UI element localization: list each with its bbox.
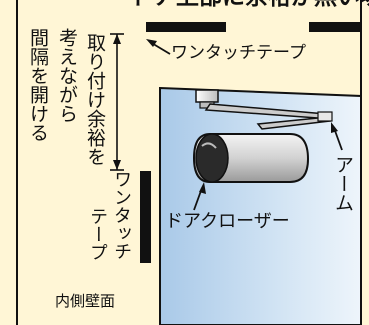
gap-note-line1: 考えながら: [56, 28, 78, 123]
pointer-door-closer: [193, 182, 206, 211]
mounting-margin-label: 取り付け余裕を: [84, 33, 106, 166]
tape-side-label-line2: テープ: [87, 207, 108, 261]
top-tape-left: [146, 22, 226, 32]
closer-bracket: [195, 89, 219, 103]
endcap-highlight: [201, 142, 217, 149]
inner-wall-label: 内側壁面: [55, 292, 116, 310]
tape-side-label-line1: ワンタッチ: [111, 170, 132, 260]
side-tape: [140, 171, 151, 263]
top-tape-right: [309, 22, 361, 32]
door-closer-label: ドアクローザー: [165, 211, 290, 232]
top-tape-label: ワンタッチテープ: [171, 43, 306, 63]
door-closer-endcap: [195, 133, 229, 183]
pointer-top-tape: [146, 39, 171, 55]
arm-label: アーム: [332, 155, 354, 212]
gap-note-line2: 間隔を開ける: [27, 28, 49, 142]
pointer-arm: [331, 122, 343, 151]
page-title: ドア上部に余裕が無い場合: [130, 0, 369, 9]
margin-dimension: [110, 33, 124, 171]
arm-joint: [317, 111, 333, 122]
